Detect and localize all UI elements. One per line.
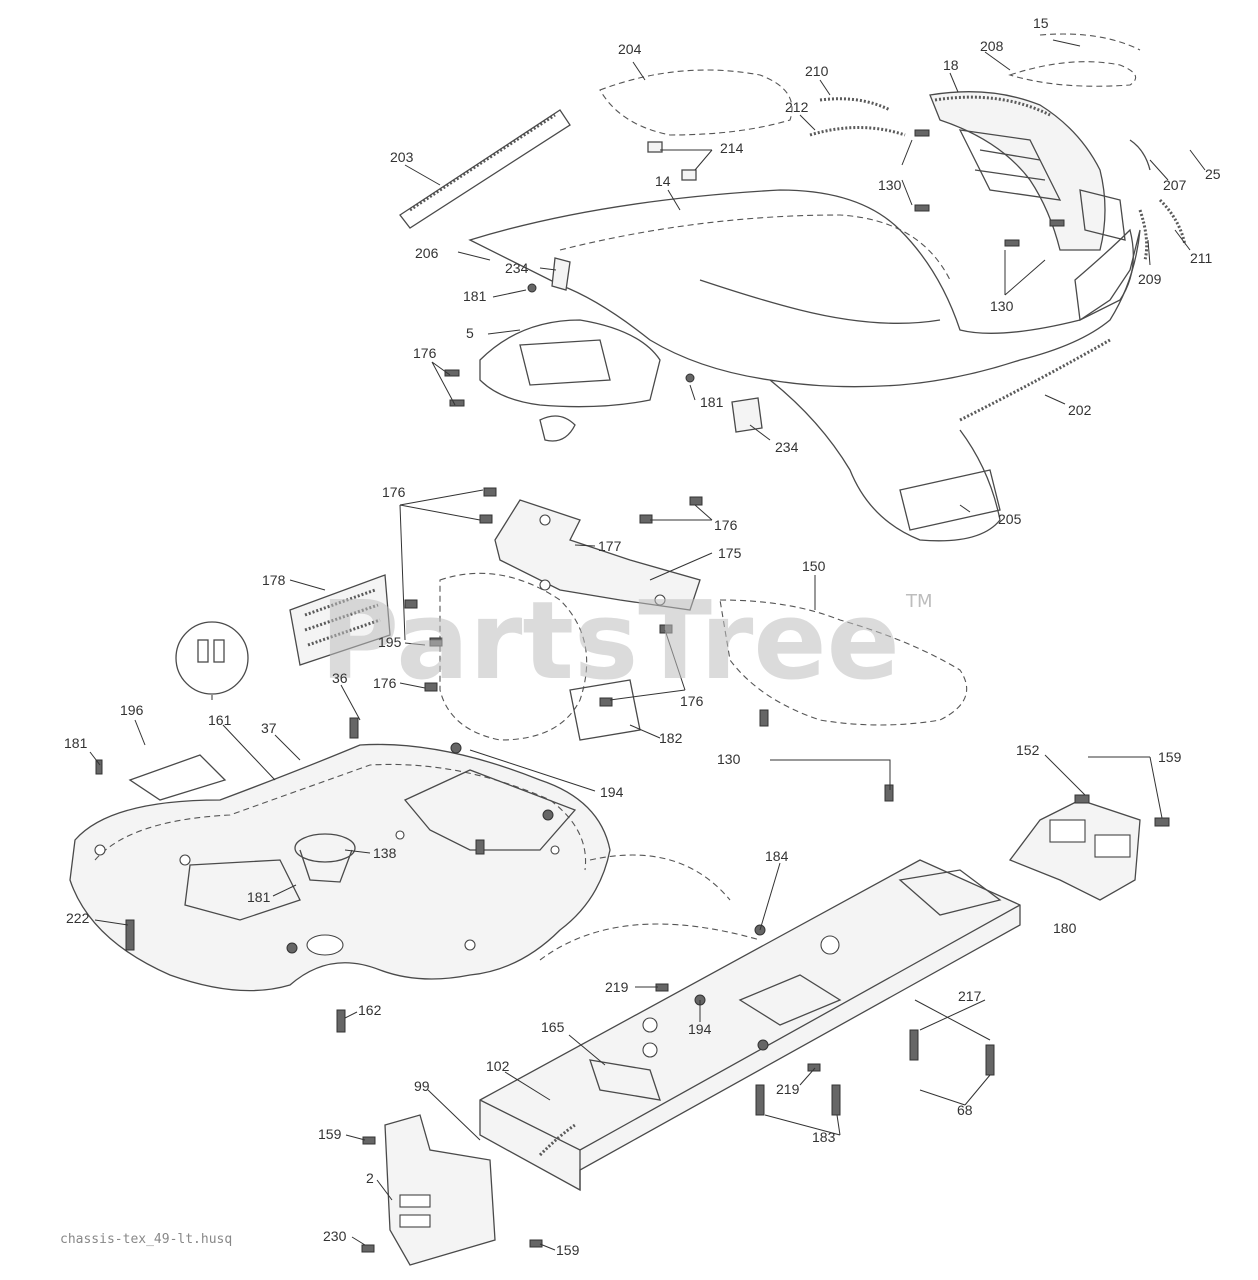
watermark-tm: TM: [905, 591, 933, 612]
callout-14[interactable]: 14: [655, 173, 671, 189]
callout-176-a[interactable]: 176: [413, 345, 437, 361]
callout-130-b[interactable]: 130: [990, 298, 1014, 314]
callout-180[interactable]: 180: [1053, 920, 1077, 936]
callout-175[interactable]: 175: [718, 545, 742, 561]
callout-138[interactable]: 138: [373, 845, 397, 861]
callout-184[interactable]: 184: [765, 848, 789, 864]
callout-176-d[interactable]: 176: [373, 675, 397, 691]
file-label: chassis-tex_49-lt.husq: [60, 1232, 232, 1247]
callout-210[interactable]: 210: [805, 63, 829, 79]
callouts: 15 204 208 18 210 212 214 203 14 130 207…: [64, 15, 1221, 1258]
callout-152[interactable]: 152: [1016, 742, 1040, 758]
callout-182[interactable]: 182: [659, 730, 683, 746]
callout-176-c[interactable]: 176: [714, 517, 738, 533]
callout-162[interactable]: 162: [358, 1002, 382, 1018]
callout-222[interactable]: 222: [66, 910, 90, 926]
callout-195[interactable]: 195: [378, 634, 402, 650]
callout-15[interactable]: 15: [1033, 15, 1049, 31]
callout-208[interactable]: 208: [980, 38, 1004, 54]
callout-207[interactable]: 207: [1163, 177, 1187, 193]
callout-176-e[interactable]: 176: [680, 693, 704, 709]
callout-205[interactable]: 205: [998, 511, 1022, 527]
bracket-assembly: [175, 487, 968, 802]
callout-102[interactable]: 102: [486, 1058, 510, 1074]
callout-212[interactable]: 212: [785, 99, 809, 115]
callout-194-a[interactable]: 194: [600, 784, 624, 800]
callout-37[interactable]: 37: [261, 720, 277, 736]
callout-176-b[interactable]: 176: [382, 484, 406, 500]
callout-130-a[interactable]: 130: [878, 177, 902, 193]
callout-177[interactable]: 177: [598, 538, 622, 554]
callout-211[interactable]: 211: [1190, 250, 1213, 266]
callout-159-c[interactable]: 159: [556, 1242, 580, 1258]
callout-219-a[interactable]: 219: [605, 979, 629, 995]
callout-202[interactable]: 202: [1068, 402, 1092, 418]
callout-234-b[interactable]: 234: [775, 439, 799, 455]
callout-219-b[interactable]: 219: [776, 1081, 800, 1097]
callout-183[interactable]: 183: [812, 1129, 836, 1145]
callout-203[interactable]: 203: [390, 149, 414, 165]
footrest-pan: [69, 717, 611, 1033]
callout-150[interactable]: 150: [802, 558, 826, 574]
callout-68[interactable]: 68: [957, 1102, 973, 1118]
callout-165[interactable]: 165: [541, 1019, 565, 1035]
callout-234-a[interactable]: 234: [505, 260, 529, 276]
callout-181-d[interactable]: 181: [247, 889, 271, 905]
callout-217[interactable]: 217: [958, 988, 982, 1004]
callout-130-c[interactable]: 130: [717, 751, 741, 767]
callout-161[interactable]: 161: [208, 712, 232, 728]
callout-159-b[interactable]: 159: [318, 1126, 342, 1142]
callout-25[interactable]: 25: [1205, 166, 1221, 182]
watermark-text: PartsTree: [320, 579, 900, 704]
callout-36[interactable]: 36: [332, 670, 348, 686]
callout-209[interactable]: 209: [1138, 271, 1162, 287]
callout-181-c[interactable]: 181: [64, 735, 88, 751]
callout-178[interactable]: 178: [262, 572, 286, 588]
callout-196[interactable]: 196: [120, 702, 144, 718]
callout-159-a[interactable]: 159: [1158, 749, 1182, 765]
hood-assembly: [399, 33, 1187, 542]
callout-204[interactable]: 204: [618, 41, 642, 57]
callout-18[interactable]: 18: [943, 57, 959, 73]
callout-194-b[interactable]: 194: [688, 1021, 712, 1037]
leader-lines: [89, 39, 1206, 1251]
callout-206[interactable]: 206: [415, 245, 439, 261]
callout-5[interactable]: 5: [466, 325, 474, 341]
callout-181-b[interactable]: 181: [700, 394, 724, 410]
callout-230[interactable]: 230: [323, 1228, 347, 1244]
callout-2[interactable]: 2: [366, 1170, 374, 1186]
callout-99[interactable]: 99: [414, 1078, 430, 1094]
callout-181-a[interactable]: 181: [463, 288, 487, 304]
chassis-frame: [361, 794, 1170, 1266]
callout-214[interactable]: 214: [720, 140, 744, 156]
